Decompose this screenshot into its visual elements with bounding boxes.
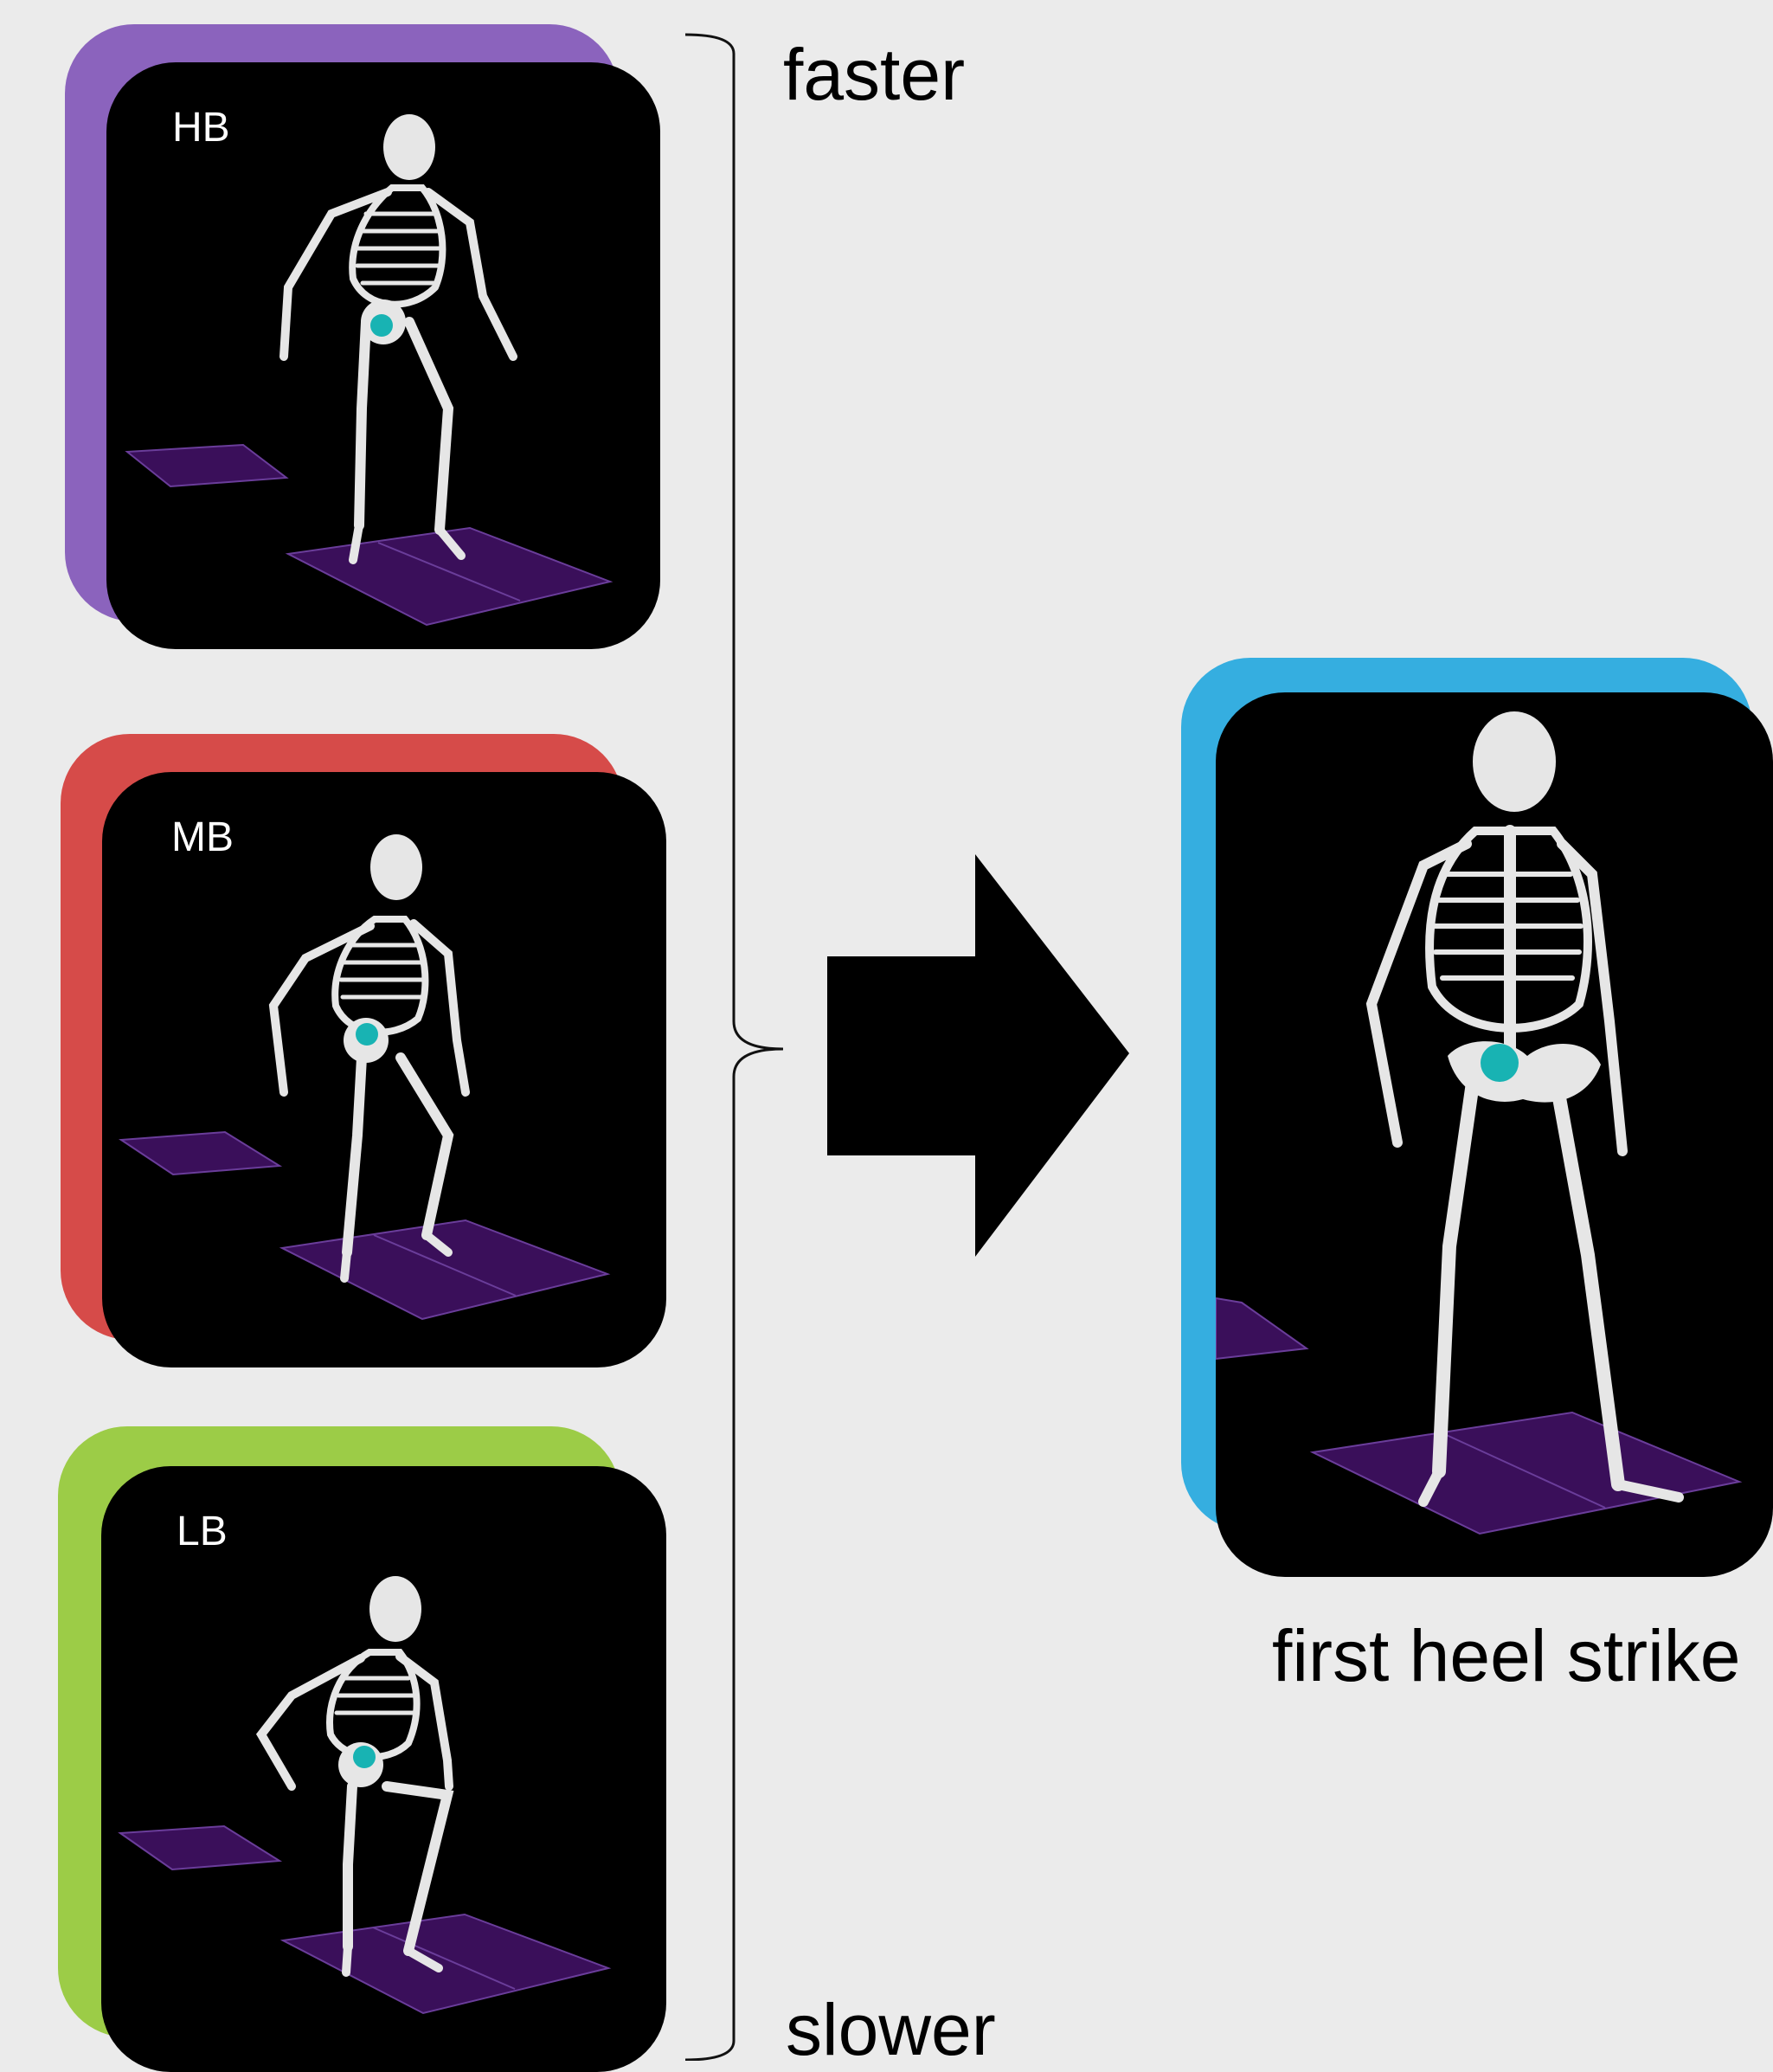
panel-result-view	[1216, 692, 1773, 1577]
slower-label: slower	[786, 1988, 996, 2072]
panel-result	[1181, 658, 1773, 1577]
result-caption: first heel strike	[1272, 1614, 1741, 1698]
skeleton-standing	[1216, 692, 1773, 1577]
faster-label: faster	[783, 33, 965, 117]
